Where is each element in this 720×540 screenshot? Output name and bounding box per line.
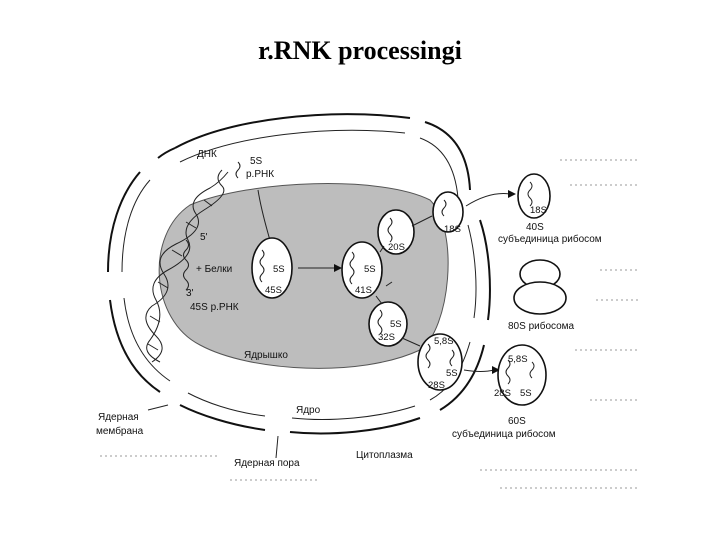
label-p6-5s: 5S <box>446 368 458 379</box>
label-80s-ribosome: 80S рибосома <box>508 320 575 332</box>
label-40s: 40S <box>526 222 544 233</box>
scan-noise <box>100 159 640 489</box>
nuclear-membrane <box>107 113 491 435</box>
label-40s-18s: 18S <box>530 205 547 216</box>
5s-rrna-squiggle <box>235 161 241 179</box>
label-60s-58s: 5,8S <box>508 354 528 365</box>
arrow-to-40s <box>465 190 516 207</box>
arrow-to-60s <box>463 366 500 374</box>
label-nucleus: Ядро <box>296 405 321 416</box>
label-60s-28s: 28S <box>494 388 511 399</box>
page-title: r.RNK processingi <box>258 36 462 65</box>
label-p2-5s: 5S <box>364 264 376 275</box>
particle-28s <box>417 333 463 391</box>
label-nuclear-membrane-1: Ядерная <box>98 412 139 423</box>
label-p4-5s: 5S <box>390 319 402 330</box>
label-p3-20s: 20S <box>388 242 405 253</box>
label-3-prime: 3' <box>186 288 194 299</box>
label-nuclear-membrane-2: мембрана <box>96 425 144 437</box>
particle-45s <box>251 237 293 299</box>
subunit-60s <box>497 344 547 406</box>
arrow-45s-to-41s <box>298 264 342 272</box>
label-p6-28s: 28S <box>428 380 445 391</box>
particle-20s <box>377 209 415 255</box>
label-60s-desc: субъединица рибосом <box>452 428 556 440</box>
45s-transcript-squiggle <box>183 239 189 291</box>
label-p2-41s: 41S <box>355 285 372 296</box>
particle-18s <box>432 191 464 233</box>
dna-helix <box>145 169 229 363</box>
subunit-40s <box>517 173 551 219</box>
ribosome-80s <box>513 259 567 315</box>
label-nucleolus: Ядрышко <box>244 350 288 361</box>
label-60s-5s: 5S <box>520 388 532 399</box>
label-dna: ДНК <box>197 149 217 160</box>
label-cytoplasm: Цитоплазма <box>356 450 413 461</box>
label-5-prime: 5' <box>200 232 208 243</box>
label-p5-18s: 18S <box>444 224 461 235</box>
label-p1-45s: 45S <box>265 285 282 296</box>
label-60s: 60S <box>508 416 526 427</box>
label-40s-desc: субъединица рибосом <box>498 233 602 245</box>
label-nuclear-pore: Ядерная пора <box>234 458 300 469</box>
label-5s-top: 5S <box>250 156 263 167</box>
label-p4-32s: 32S <box>378 332 395 343</box>
label-45s-rrna: 45S р.РНК <box>190 302 239 313</box>
label-p6-58s: 5,8S <box>434 336 454 347</box>
particle-32s <box>368 301 408 347</box>
label-proteins: + Белки <box>196 264 232 275</box>
label-p1-5s: 5S <box>273 264 285 275</box>
label-rrna-top: р.РНК <box>246 169 274 180</box>
